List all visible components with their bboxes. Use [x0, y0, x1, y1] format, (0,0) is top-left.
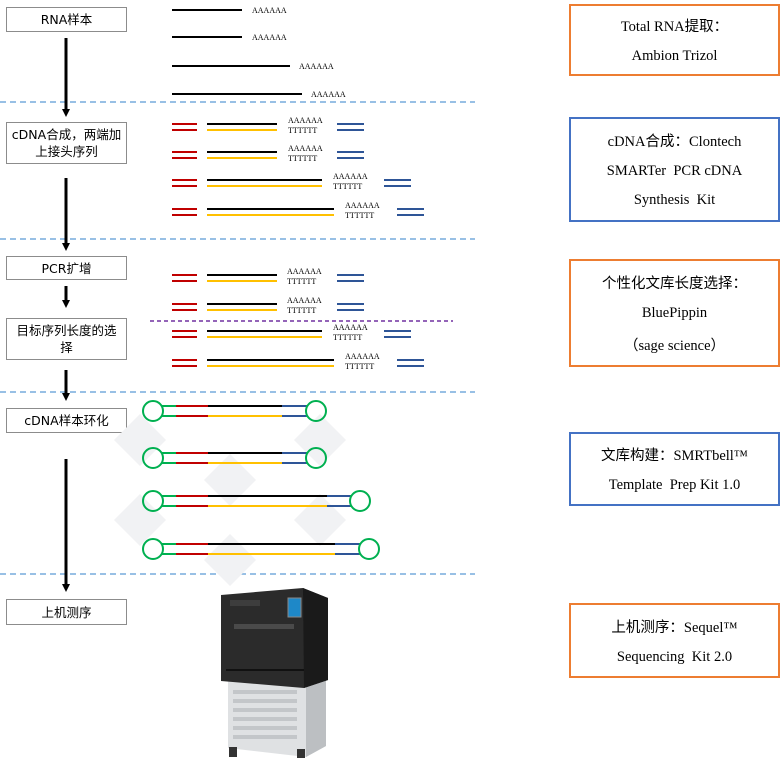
cdna-polya-label: AAAAAA: [333, 172, 368, 181]
hairpin-loop-left: [142, 538, 164, 560]
hairpin-loop-right: [358, 538, 380, 560]
cdna-polyt-label: TTTTTT: [288, 126, 317, 135]
background-shape: [204, 454, 256, 506]
background-shape: [114, 494, 166, 546]
pcr-polyt-label: TTTTTT: [287, 277, 316, 286]
sequel-instrument-icon: [221, 588, 328, 758]
step-size-selection: 目标序列长度的选择: [6, 318, 127, 360]
separators: [0, 101, 475, 575]
info-library: 文库构建：SMRTbell™ Template Prep Kit 1.0: [569, 432, 780, 506]
hairpin-loop-right: [305, 447, 327, 469]
background-shape: [294, 414, 346, 466]
pcr-polyt-label: TTTTTT: [333, 333, 362, 342]
cdna-polyt-label: TTTTTT: [333, 182, 362, 191]
pcr-polyt-label: TTTTTT: [287, 306, 316, 315]
background-shape: [114, 414, 166, 466]
cdna-polya-label: AAAAAA: [345, 201, 380, 210]
cdna-polya-label: AAAAAA: [288, 144, 323, 153]
step-sequencing: 上机测序: [6, 599, 127, 625]
pcr-polya-label: AAAAAA: [287, 296, 322, 305]
hairpin-loop-left: [142, 400, 164, 422]
pcr-polyt-label: TTTTTT: [345, 362, 374, 371]
smrtbell-background: [114, 414, 346, 586]
info-cdna-kit: cDNA合成：Clontech SMARTer PCR cDNA Synthes…: [569, 117, 780, 222]
step-circularization: cDNA样本环化: [6, 408, 127, 433]
smrtbell-molecules: [142, 400, 380, 560]
step-cdna-synthesis: cDNA合成，两端加上接头序列: [6, 122, 127, 164]
info-size-selection-line-1: 个性化文库长度选择：: [602, 275, 747, 292]
info-size-selection-line-2: BluePippin: [641, 304, 708, 321]
info-cdna-kit-line-2: SMARTer PCR cDNA: [606, 163, 743, 179]
hairpin-loop-right: [349, 490, 371, 512]
rna-strands: AAAAAA AAAAAA AAAAAA AAAAAA: [172, 6, 346, 99]
info-sequencing-line-2: Sequencing Kit 2.0: [616, 648, 733, 665]
info-cdna-kit-line-1: cDNA合成：Clontech: [607, 134, 742, 150]
cdna-polyt-label: TTTTTT: [288, 154, 317, 163]
info-rna-extraction-line-2: Ambion Trizol: [631, 48, 718, 64]
step-rna-sample: RNA样本: [6, 7, 127, 32]
info-library-line-1: 文库构建：SMRTbell™: [600, 448, 749, 464]
info-sequencing: 上机测序：Sequel™ Sequencing Kit 2.0: [569, 603, 780, 678]
info-rna-extraction: Total RNA提取： Ambion Trizol: [569, 4, 780, 76]
pcr-polya-label: AAAAAA: [333, 323, 368, 332]
pcr-polya-label: AAAAAA: [345, 352, 380, 361]
cdna-polya-label: AAAAAA: [288, 116, 323, 125]
pcr-polya-label: AAAAAA: [287, 267, 322, 276]
info-size-selection: 个性化文库长度选择： BluePippin （sage science）: [569, 259, 780, 367]
info-size-selection-line-3: （sage science）: [623, 337, 726, 354]
hairpin-loop-right: [305, 400, 327, 422]
polya-label: AAAAAA: [252, 6, 287, 15]
polya-label: AAAAAA: [252, 33, 287, 42]
info-sequencing-line-1: 上机测序：Sequel™: [611, 619, 738, 636]
info-library-line-2: Template Prep Kit 1.0: [608, 477, 741, 493]
cdna-polyt-label: TTTTTT: [345, 211, 374, 220]
hairpin-loop-left: [142, 490, 164, 512]
pcr-strands: AAAAAATTTTTTAAAAAATTTTTTAAAAAATTTTTTAAAA…: [172, 267, 424, 371]
polya-label: AAAAAA: [299, 62, 334, 71]
cdna-strands: AAAAAATTTTTTAAAAAATTTTTTAAAAAATTTTTTAAAA…: [172, 116, 424, 220]
info-rna-extraction-line-1: Total RNA提取：: [620, 19, 729, 35]
hairpin-loop-left: [142, 447, 164, 469]
background-shape: [204, 534, 256, 586]
background-shape: [294, 494, 346, 546]
polya-label: AAAAAA: [311, 90, 346, 99]
step-pcr: PCR扩增: [6, 256, 127, 280]
info-cdna-kit-line-3: Synthesis Kit: [633, 192, 716, 208]
